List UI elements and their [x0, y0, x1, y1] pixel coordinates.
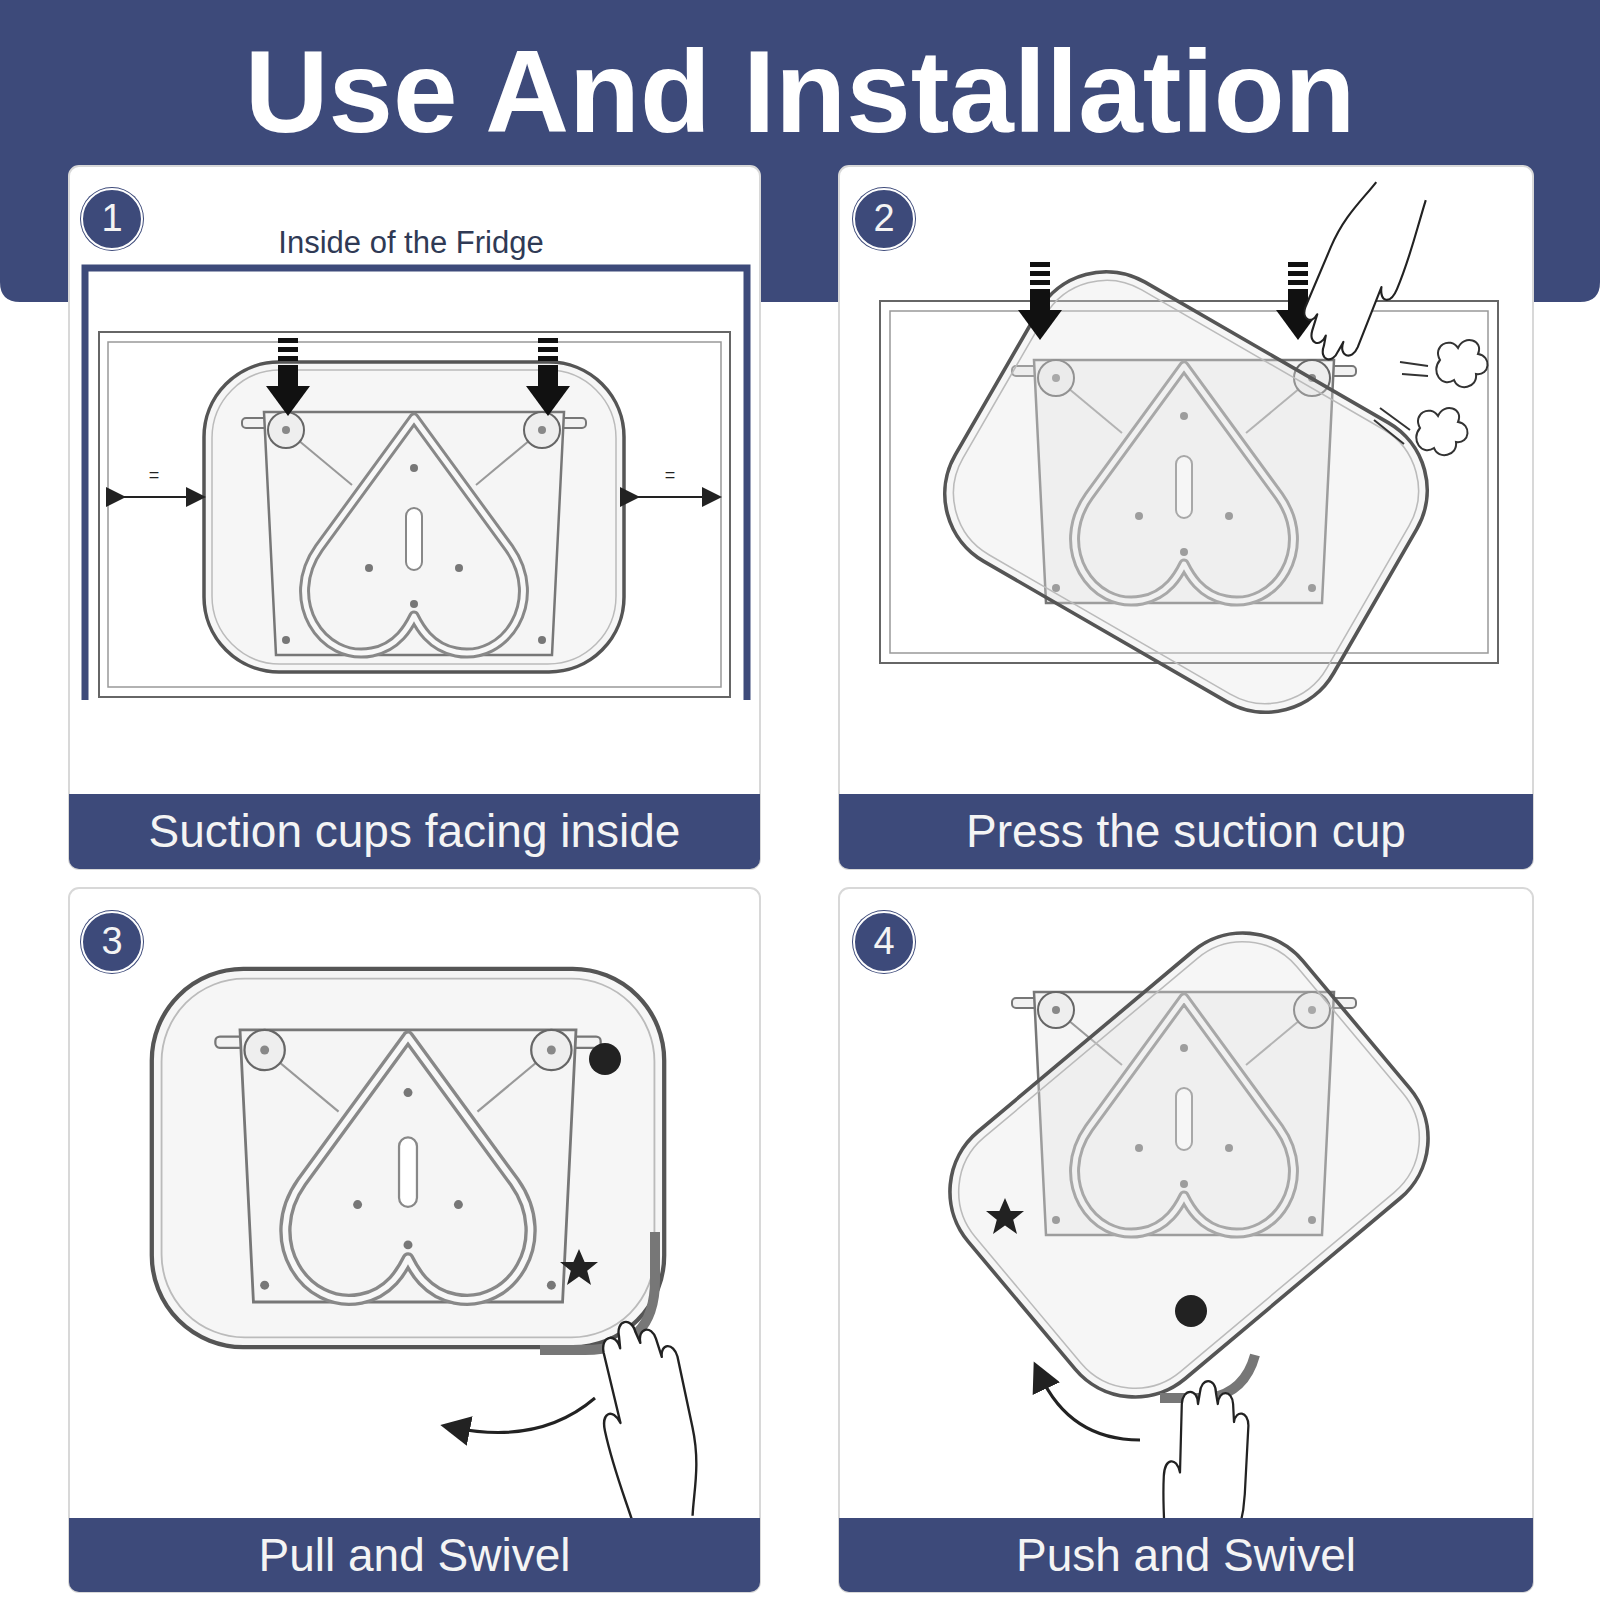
- step-number: 4: [853, 911, 915, 973]
- caption-band: Pull and Swivel: [69, 1518, 760, 1592]
- title-band: Use And Installation: [0, 22, 1600, 162]
- caption-text: Press the suction cup: [966, 806, 1406, 857]
- dimension-mark: =: [146, 466, 163, 486]
- caption-text: Pull and Swivel: [259, 1530, 571, 1581]
- location-label: Inside of the Fridge: [275, 226, 546, 260]
- caption-band: Press the suction cup: [839, 794, 1533, 869]
- title: Use And Installation: [245, 34, 1356, 150]
- caption-text: Push and Swivel: [1016, 1530, 1356, 1581]
- caption-text: Suction cups facing inside: [149, 806, 681, 857]
- caption-band: Push and Swivel: [839, 1518, 1533, 1592]
- step-number: 2: [853, 188, 915, 250]
- step-number-text: 4: [873, 921, 894, 963]
- step-number-text: 2: [873, 198, 894, 240]
- step-number-text: 3: [101, 921, 122, 963]
- caption-band: Suction cups facing inside: [69, 794, 760, 869]
- step-number: 1: [81, 188, 143, 250]
- step-number: 3: [81, 911, 143, 973]
- step-number-text: 1: [101, 198, 122, 240]
- dimension-mark: =: [662, 466, 679, 486]
